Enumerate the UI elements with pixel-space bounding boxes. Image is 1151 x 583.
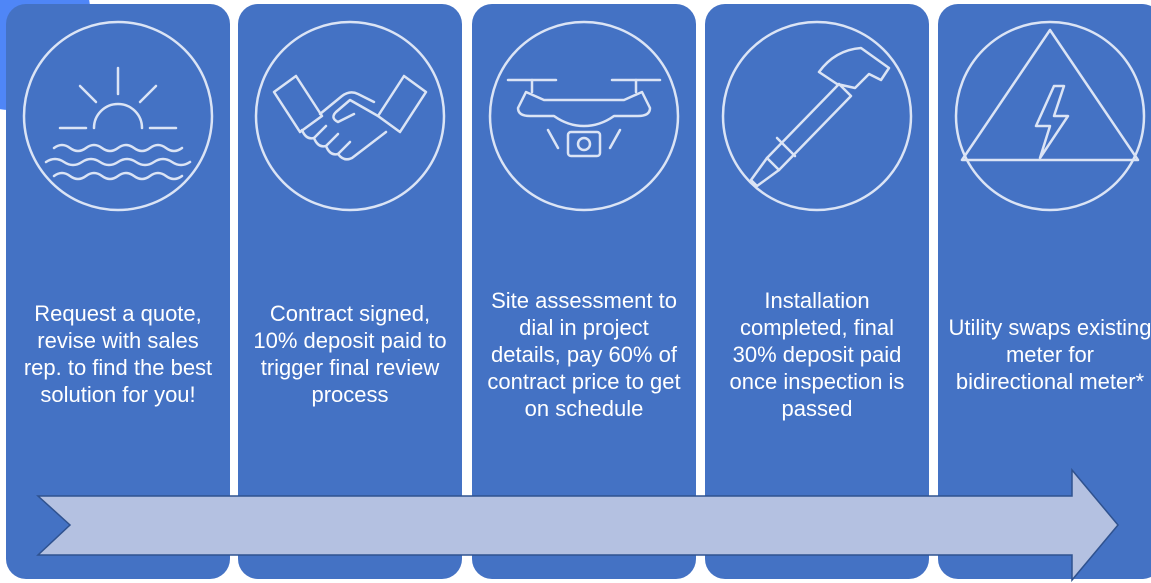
step-1-text: Request a quote, revise with sales rep. …: [23, 301, 213, 407]
hammer-icon: [721, 20, 913, 212]
step-3-panel: Site assessment to dial in project detai…: [472, 4, 696, 579]
step-3-text: Site assessment to dial in project detai…: [487, 287, 681, 421]
high-voltage-warning-icon: [954, 20, 1146, 212]
drone-icon: [488, 20, 680, 212]
handshake-icon: [254, 20, 446, 212]
step-5-panel: Utility swaps existing meter for bidirec…: [938, 4, 1151, 579]
step-5-text: Utility swaps existing meter for bidirec…: [948, 314, 1151, 394]
step-2-panel: Contract signed, 10% deposit paid to tri…: [238, 4, 462, 579]
step-4-text: Installation completed, final 30% deposi…: [729, 287, 905, 421]
step-2-text: Contract signed, 10% deposit paid to tri…: [253, 301, 447, 407]
step-1-panel: Request a quote, revise with sales rep. …: [6, 4, 230, 579]
sunrise-over-water-icon: [22, 20, 214, 212]
step-4-panel: Installation completed, final 30% deposi…: [705, 4, 929, 579]
